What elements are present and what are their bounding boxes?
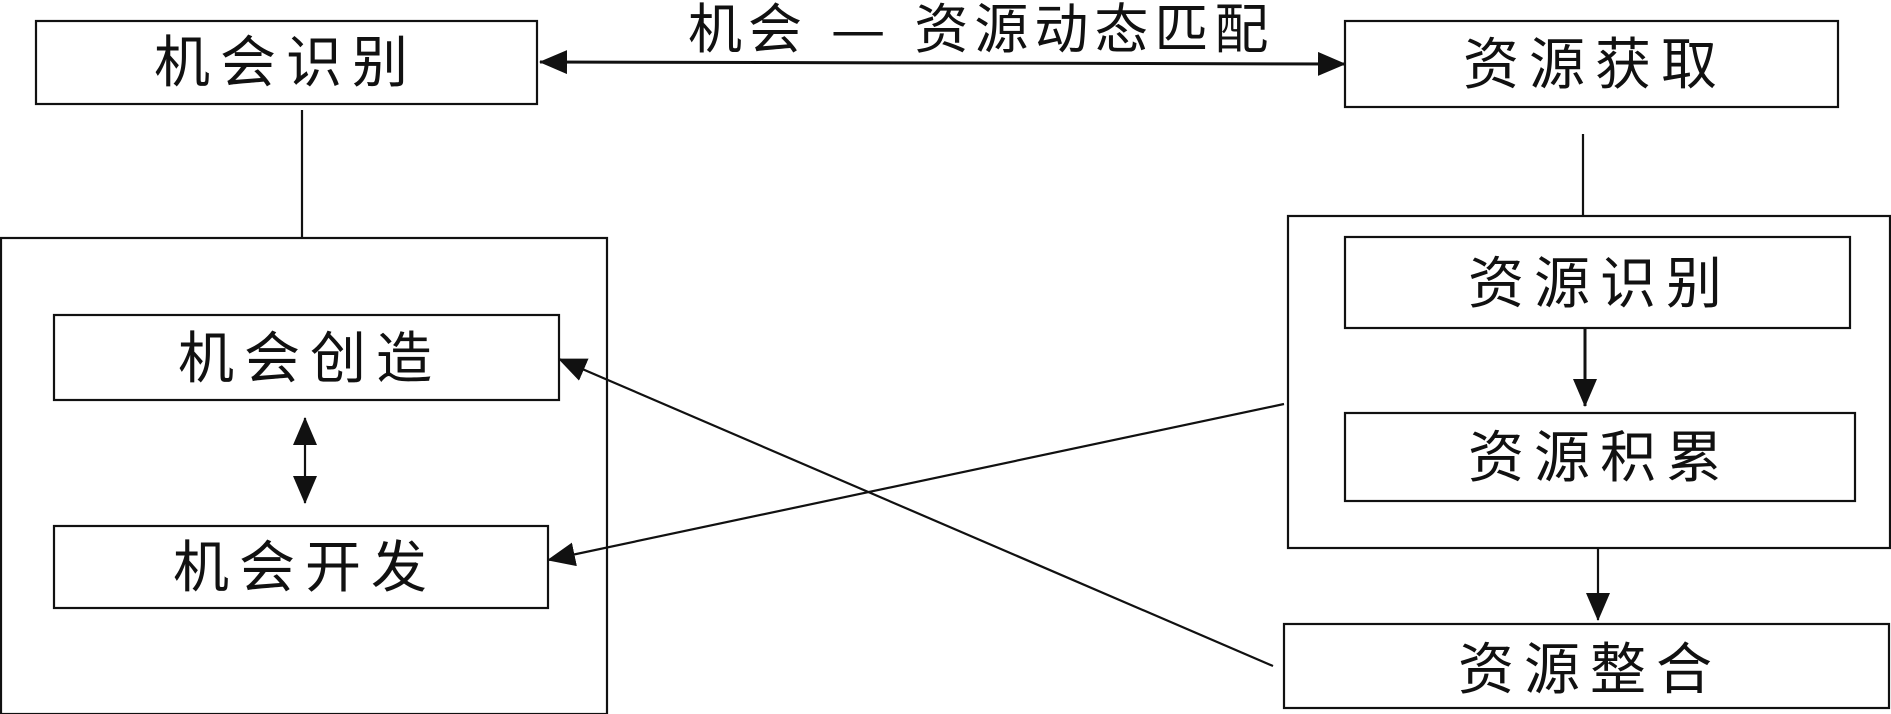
dynamic-matching-label: 机会 — 资源动态匹配 [688, 0, 1274, 61]
opportunity-recognition-box [34, 19, 539, 106]
dynamic-matching-arrow [539, 50, 1346, 76]
resource-integration-label: 资源整合 [1458, 638, 1722, 703]
resource-group-development-arrow [547, 402, 1285, 567]
resource-acquisition-label: 资源获取 [1463, 33, 1727, 98]
resource-group-box [1286, 214, 1891, 550]
resource-acquisition-box [1343, 19, 1840, 109]
resource-identification-label: 资源识别 [1468, 252, 1732, 317]
opportunity-development-box [52, 524, 550, 610]
integration-creation-arrow [558, 357, 1274, 668]
resource-accumulation-label: 资源积累 [1468, 426, 1732, 491]
opportunity-creation-box [52, 313, 561, 402]
resource-integration-box [1282, 622, 1891, 710]
resource-identification-box [1343, 235, 1852, 330]
resource-accumulation-box [1343, 411, 1857, 503]
opportunity-recognition-label: 机会识别 [154, 31, 418, 96]
opportunity-group-box [0, 236, 609, 714]
opportunity-creation-label: 机会创造 [178, 327, 442, 392]
opportunity-development-label: 机会开发 [173, 536, 437, 601]
